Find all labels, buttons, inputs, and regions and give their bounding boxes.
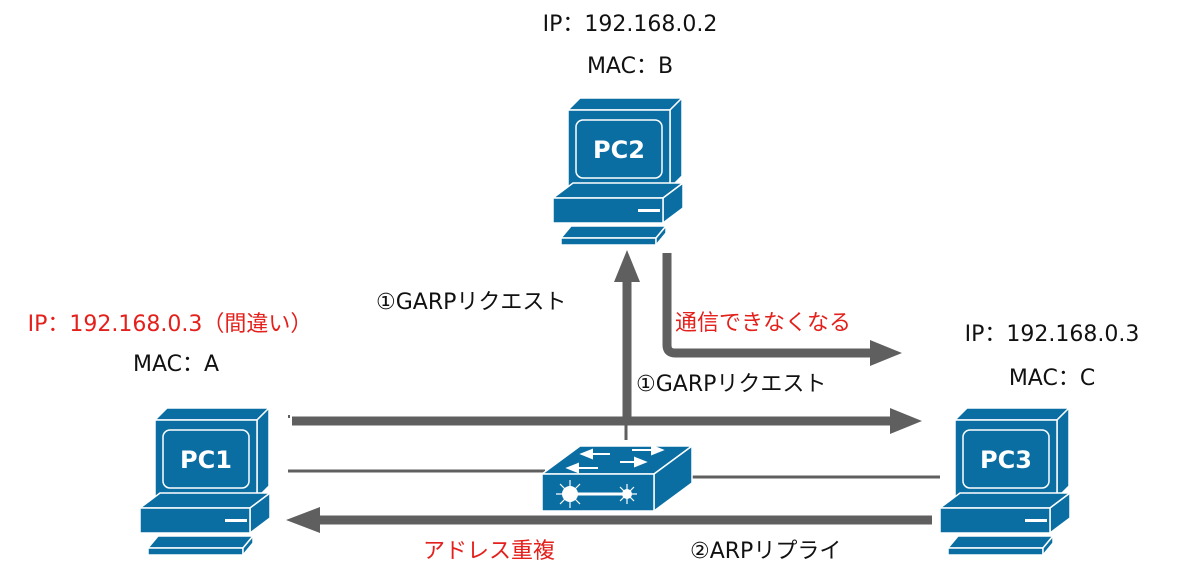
pc3-label: PC3 bbox=[980, 446, 1032, 474]
pc1-mac-label: MAC：A bbox=[132, 352, 220, 377]
address-conflict-label: アドレス重複 bbox=[423, 539, 556, 564]
pc1-ip-label: IP：192.168.0.3（間違い） bbox=[27, 312, 313, 337]
garp-to-pc2-label: ①GARPリクエスト bbox=[376, 290, 567, 315]
arrow-arp-reply bbox=[286, 507, 932, 533]
arrow-pc2-lost bbox=[662, 253, 902, 366]
arp-reply-label: ②ARPリプライ bbox=[690, 539, 842, 564]
garp-to-pc3-label: ①GARPリクエスト bbox=[636, 372, 827, 397]
pc3-icon: PC3 bbox=[939, 407, 1071, 556]
pc2-icon: PC2 bbox=[552, 97, 684, 246]
pc2-mac-label: MAC：B bbox=[586, 54, 674, 79]
pc2-label: PC2 bbox=[593, 136, 645, 164]
pc1-icon: PC1 bbox=[139, 407, 271, 556]
pc2-ip-label: IP：192.168.0.2 bbox=[542, 12, 718, 37]
pc3-mac-label: MAC：C bbox=[1008, 366, 1096, 391]
pc1-label: PC1 bbox=[180, 446, 232, 474]
lost-communication-label: 通信できなくなる bbox=[675, 311, 852, 336]
pc3-ip-label: IP：192.168.0.3 bbox=[964, 322, 1140, 347]
arrow-garp-to-pc3 bbox=[288, 408, 922, 434]
switch-icon bbox=[539, 444, 695, 513]
arrow-garp-to-pc2 bbox=[614, 250, 640, 421]
